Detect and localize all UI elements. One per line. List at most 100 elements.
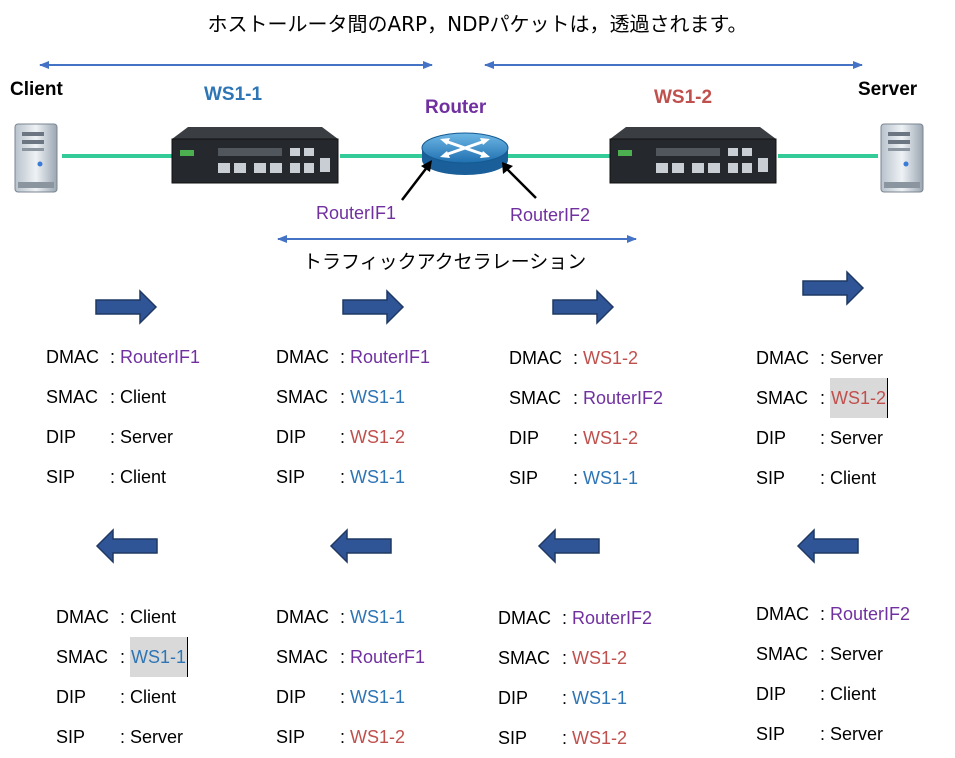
header-field-row: DMAC:Client <box>56 597 188 637</box>
field-key: SIP <box>756 468 786 488</box>
router-if1-label: RouterIF1 <box>316 203 397 223</box>
field-value: Client <box>830 468 877 488</box>
field-key: DIP <box>56 687 87 707</box>
field-separator: : <box>820 468 826 488</box>
field-separator: : <box>573 468 579 488</box>
field-key: DMAC <box>276 347 329 367</box>
header-field-row: DIP:WS1-2 <box>509 418 663 458</box>
field-value: WS1-2 <box>572 648 628 668</box>
field-separator: : <box>573 388 579 408</box>
field-key: SMAC <box>756 644 809 664</box>
field-value: WS1-1 <box>350 387 406 407</box>
field-value: RouterIF1 <box>350 347 431 367</box>
client-label: Client <box>10 79 63 100</box>
server-pc-icon <box>880 123 924 193</box>
field-value: RouterIF2 <box>572 608 653 628</box>
header-field-row: DMAC:Server <box>756 338 888 378</box>
field-key: DIP <box>498 688 529 708</box>
ws1-1-label: WS1-1 <box>204 84 263 105</box>
header-field-row: DMAC:RouterIF2 <box>498 598 652 638</box>
header-field-row: SMAC:RouterF1 <box>276 637 425 677</box>
header-field-row: SIP:WS1-2 <box>276 717 425 757</box>
field-separator: : <box>340 727 346 747</box>
field-separator: : <box>110 467 116 487</box>
header-field-row: SMAC:WS1-2 <box>756 378 889 418</box>
field-separator: : <box>340 347 346 367</box>
field-separator: : <box>120 647 126 667</box>
field-key: DIP <box>509 428 540 448</box>
forward-arrow-3 <box>552 289 615 325</box>
field-value: Client <box>120 467 167 487</box>
field-value: Client <box>130 687 177 707</box>
ws1-2-label: WS1-2 <box>654 87 713 108</box>
header-field-row: SMAC:WS1-1 <box>276 377 430 417</box>
field-separator: : <box>562 688 568 708</box>
field-value: Server <box>830 724 884 744</box>
field-key: SIP <box>509 468 539 488</box>
field-key: SMAC <box>498 648 551 668</box>
server-label: Server <box>858 79 918 100</box>
ws1-1-switch-icon <box>171 127 339 184</box>
field-key: DIP <box>756 428 787 448</box>
field-value: RouterIF2 <box>583 388 664 408</box>
header-field-row: DMAC:RouterIF1 <box>276 337 430 377</box>
header-field-row: DIP:WS1-2 <box>276 417 430 457</box>
field-separator: : <box>110 427 116 447</box>
header-field-row: SMAC:WS1-1 <box>56 637 189 677</box>
field-value: Client <box>120 387 167 407</box>
router-if2-label: RouterIF2 <box>510 205 591 225</box>
field-value: Server <box>830 428 884 448</box>
field-key: SIP <box>498 728 528 748</box>
field-value: WS1-1 <box>583 468 639 488</box>
field-key: SMAC <box>56 647 109 667</box>
field-key: DIP <box>756 684 787 704</box>
header-field-row: DMAC:RouterIF2 <box>756 594 910 634</box>
field-key: DIP <box>276 427 307 447</box>
router-icon <box>421 132 509 175</box>
field-key: SMAC <box>276 647 329 667</box>
ws1-2-switch-icon <box>609 127 777 184</box>
field-value: Server <box>830 348 884 368</box>
field-separator: : <box>820 428 826 448</box>
field-separator: : <box>340 387 346 407</box>
field-value: Client <box>830 684 877 704</box>
field-key: DMAC <box>46 347 99 367</box>
backward-arrow-4 <box>796 528 859 564</box>
field-value: WS1-1 <box>350 467 406 487</box>
field-separator: : <box>120 607 126 627</box>
header-field-row: DMAC:RouterIF1 <box>46 337 200 377</box>
field-value: Server <box>130 727 184 747</box>
field-separator: : <box>340 467 346 487</box>
field-key: SIP <box>46 467 76 487</box>
field-separator: : <box>110 387 116 407</box>
field-value: WS1-2 <box>350 727 406 747</box>
backward-arrow-3 <box>537 528 600 564</box>
field-key: SMAC <box>756 388 809 408</box>
field-key: DMAC <box>276 607 329 627</box>
field-value: WS1-1 <box>572 688 628 708</box>
header-field-row: DIP:WS1-1 <box>276 677 425 717</box>
field-separator: : <box>120 687 126 707</box>
forward-arrow-2 <box>342 289 405 325</box>
field-separator: : <box>820 604 826 624</box>
field-key: DMAC <box>509 348 562 368</box>
header-field-row: DMAC:WS1-2 <box>509 338 663 378</box>
field-separator: : <box>562 648 568 668</box>
header-field-row: SIP:WS1-1 <box>276 457 430 497</box>
field-separator: : <box>820 684 826 704</box>
field-key: SIP <box>276 467 306 487</box>
if1-pointer-arrow <box>401 165 429 201</box>
field-value: RouterF1 <box>350 647 426 667</box>
field-key: SMAC <box>46 387 99 407</box>
header-field-row: SIP:Server <box>756 714 910 754</box>
field-value: Server <box>120 427 174 447</box>
field-value: Server <box>830 644 884 664</box>
field-separator: : <box>120 727 126 747</box>
field-value: WS1-2 <box>572 728 628 748</box>
header-field-row: DIP:Server <box>756 418 888 458</box>
field-key: SIP <box>756 724 786 744</box>
